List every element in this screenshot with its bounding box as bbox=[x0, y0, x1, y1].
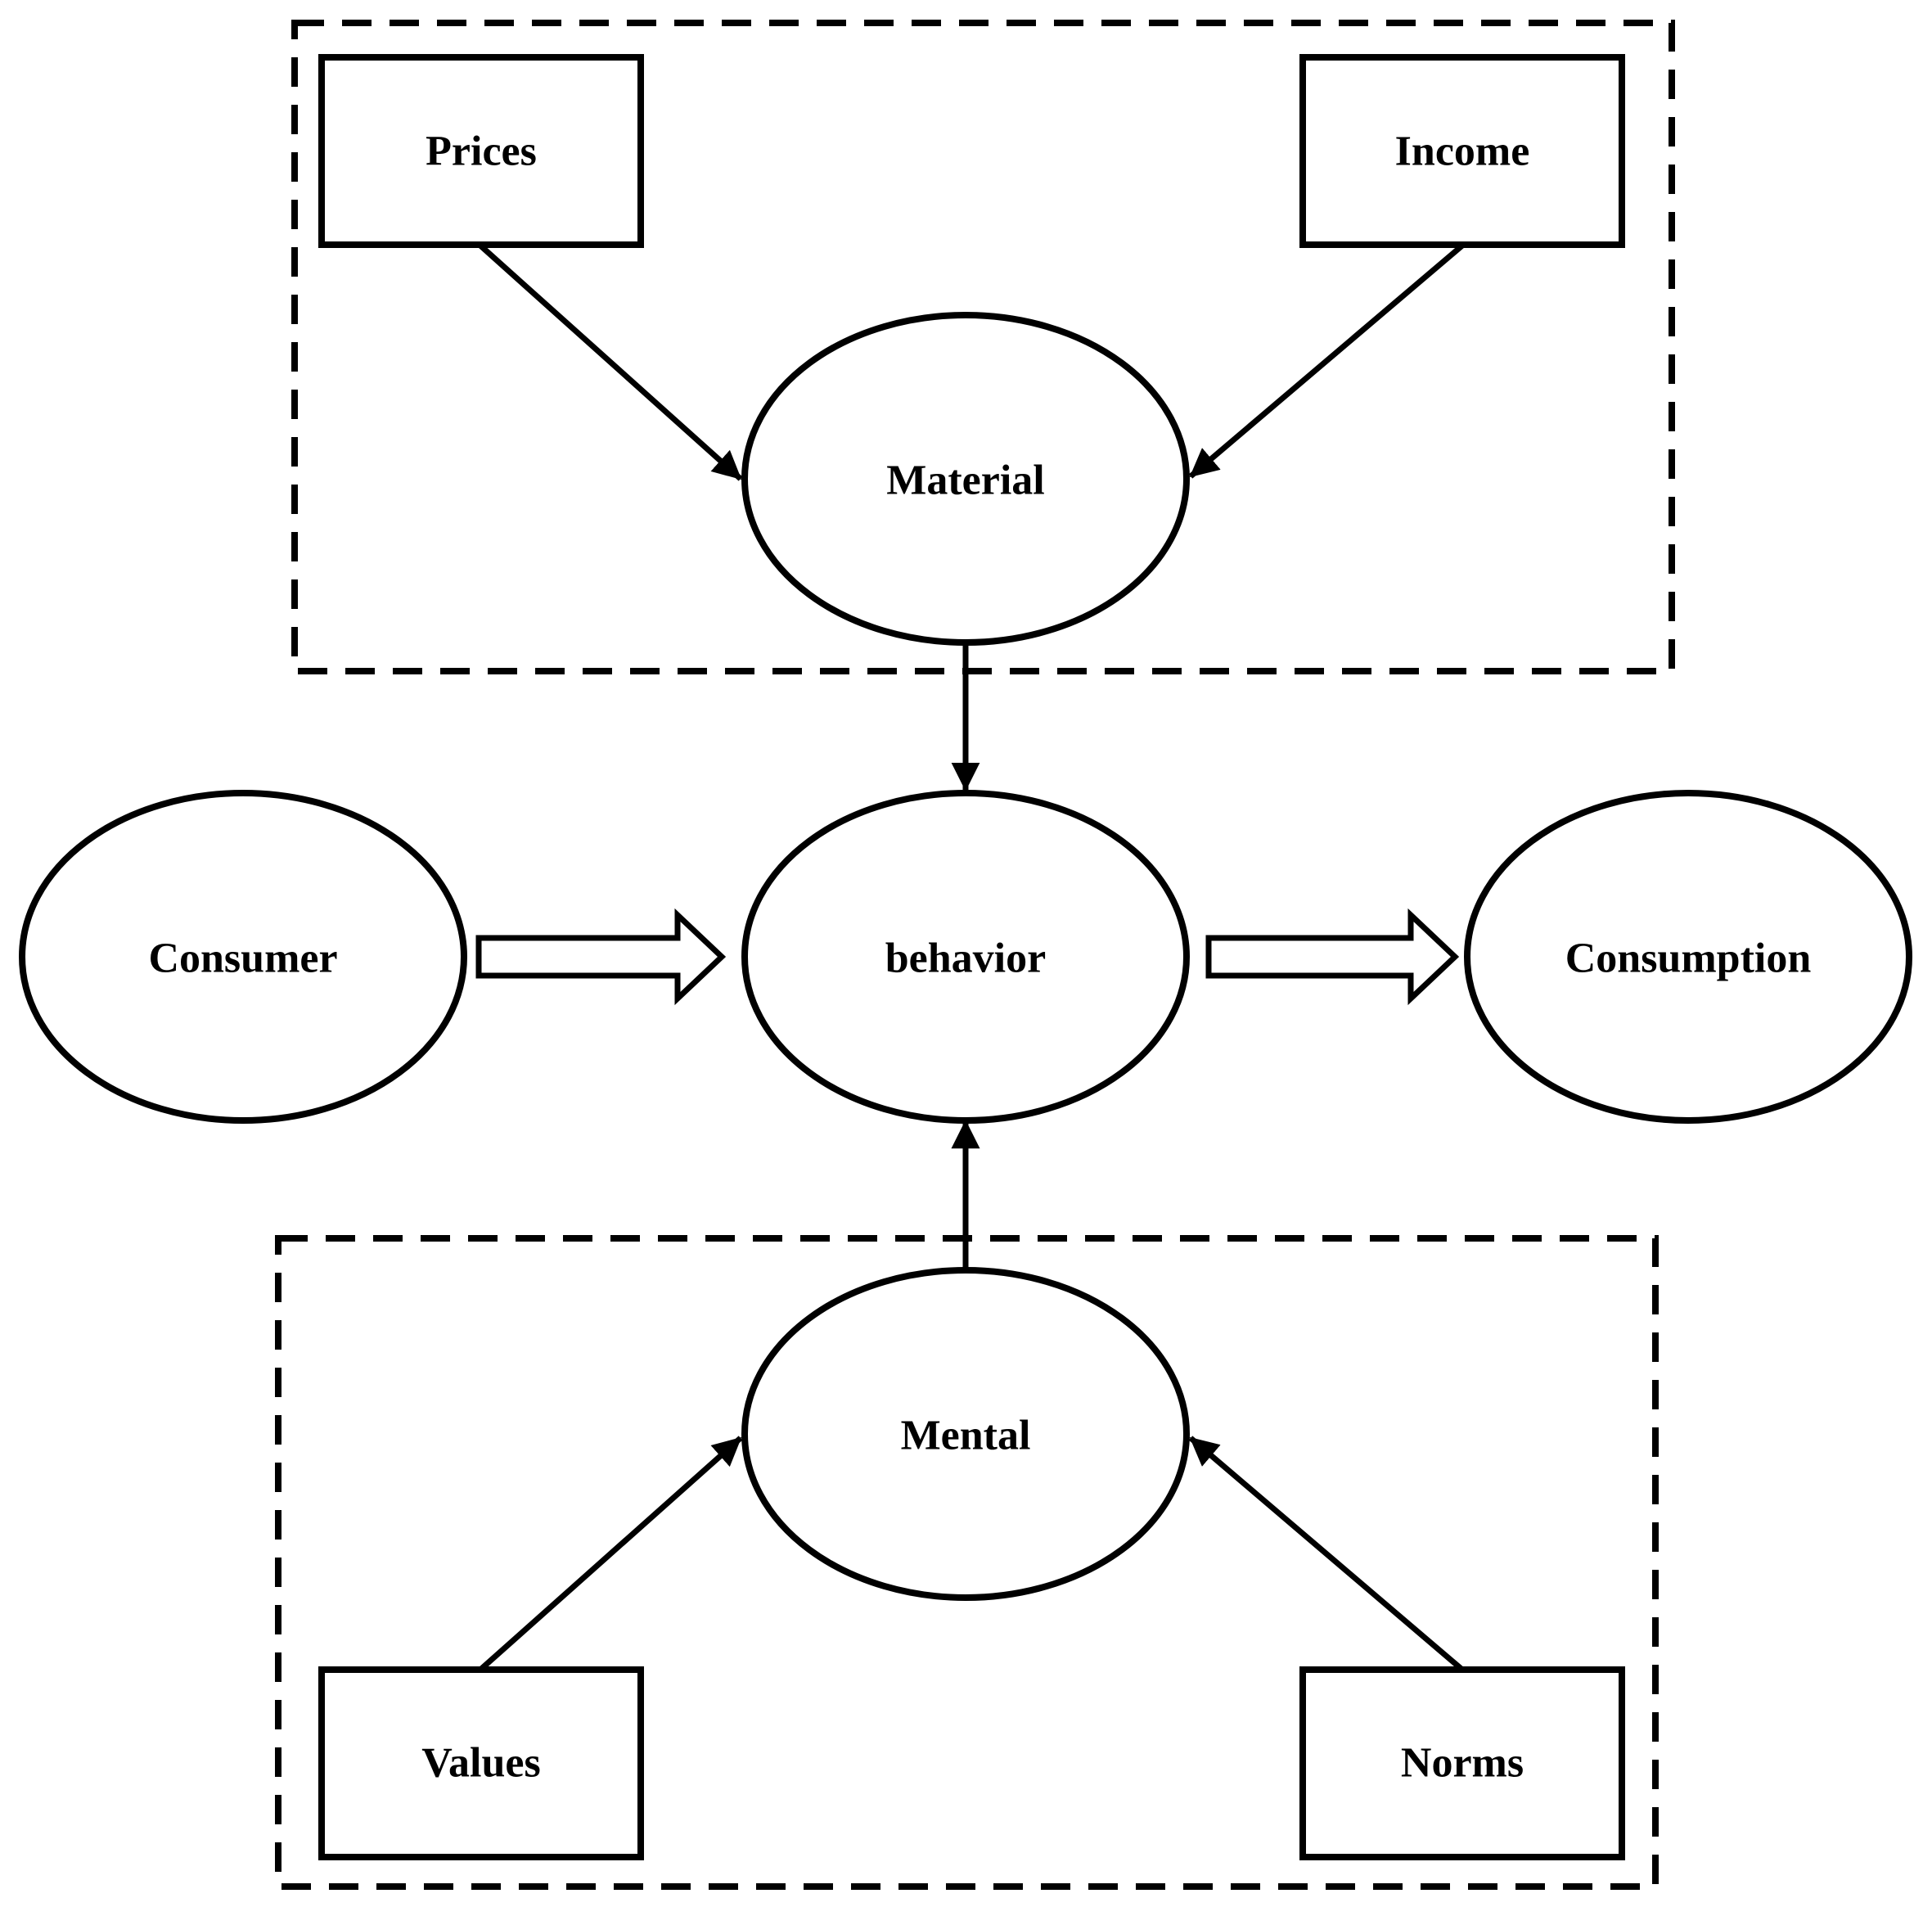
prices-node: Prices bbox=[318, 54, 644, 248]
block-arrow-consumer-to-behavior bbox=[475, 908, 727, 1006]
mental-label: Mental bbox=[901, 1413, 1031, 1459]
behavior-node: behavior bbox=[741, 790, 1190, 1124]
norms-label: Norms bbox=[1401, 1740, 1524, 1787]
block-arrow-behavior-to-consumption bbox=[1205, 908, 1460, 1006]
material-node: Material bbox=[741, 312, 1190, 646]
edge-prices-to-material bbox=[478, 243, 743, 481]
edge-values-to-mental bbox=[478, 1436, 743, 1672]
income-node: Income bbox=[1299, 54, 1625, 248]
material-group-border bbox=[291, 20, 1675, 674]
consumer-label: Consumer bbox=[148, 935, 337, 982]
consumption-label: Consumption bbox=[1565, 935, 1812, 982]
prices-label: Prices bbox=[426, 128, 537, 175]
behavior-label: behavior bbox=[885, 935, 1046, 982]
edge-norms-to-mental bbox=[1188, 1436, 1465, 1672]
values-label: Values bbox=[421, 1740, 540, 1787]
consumption-node: Consumption bbox=[1464, 790, 1912, 1124]
edge-income-to-material bbox=[1188, 243, 1465, 479]
mental-node: Mental bbox=[741, 1267, 1190, 1601]
consumer-node: Consumer bbox=[19, 790, 467, 1124]
values-node: Values bbox=[318, 1666, 644, 1860]
income-label: Income bbox=[1395, 128, 1530, 175]
material-label: Material bbox=[886, 458, 1044, 504]
norms-node: Norms bbox=[1299, 1666, 1625, 1860]
